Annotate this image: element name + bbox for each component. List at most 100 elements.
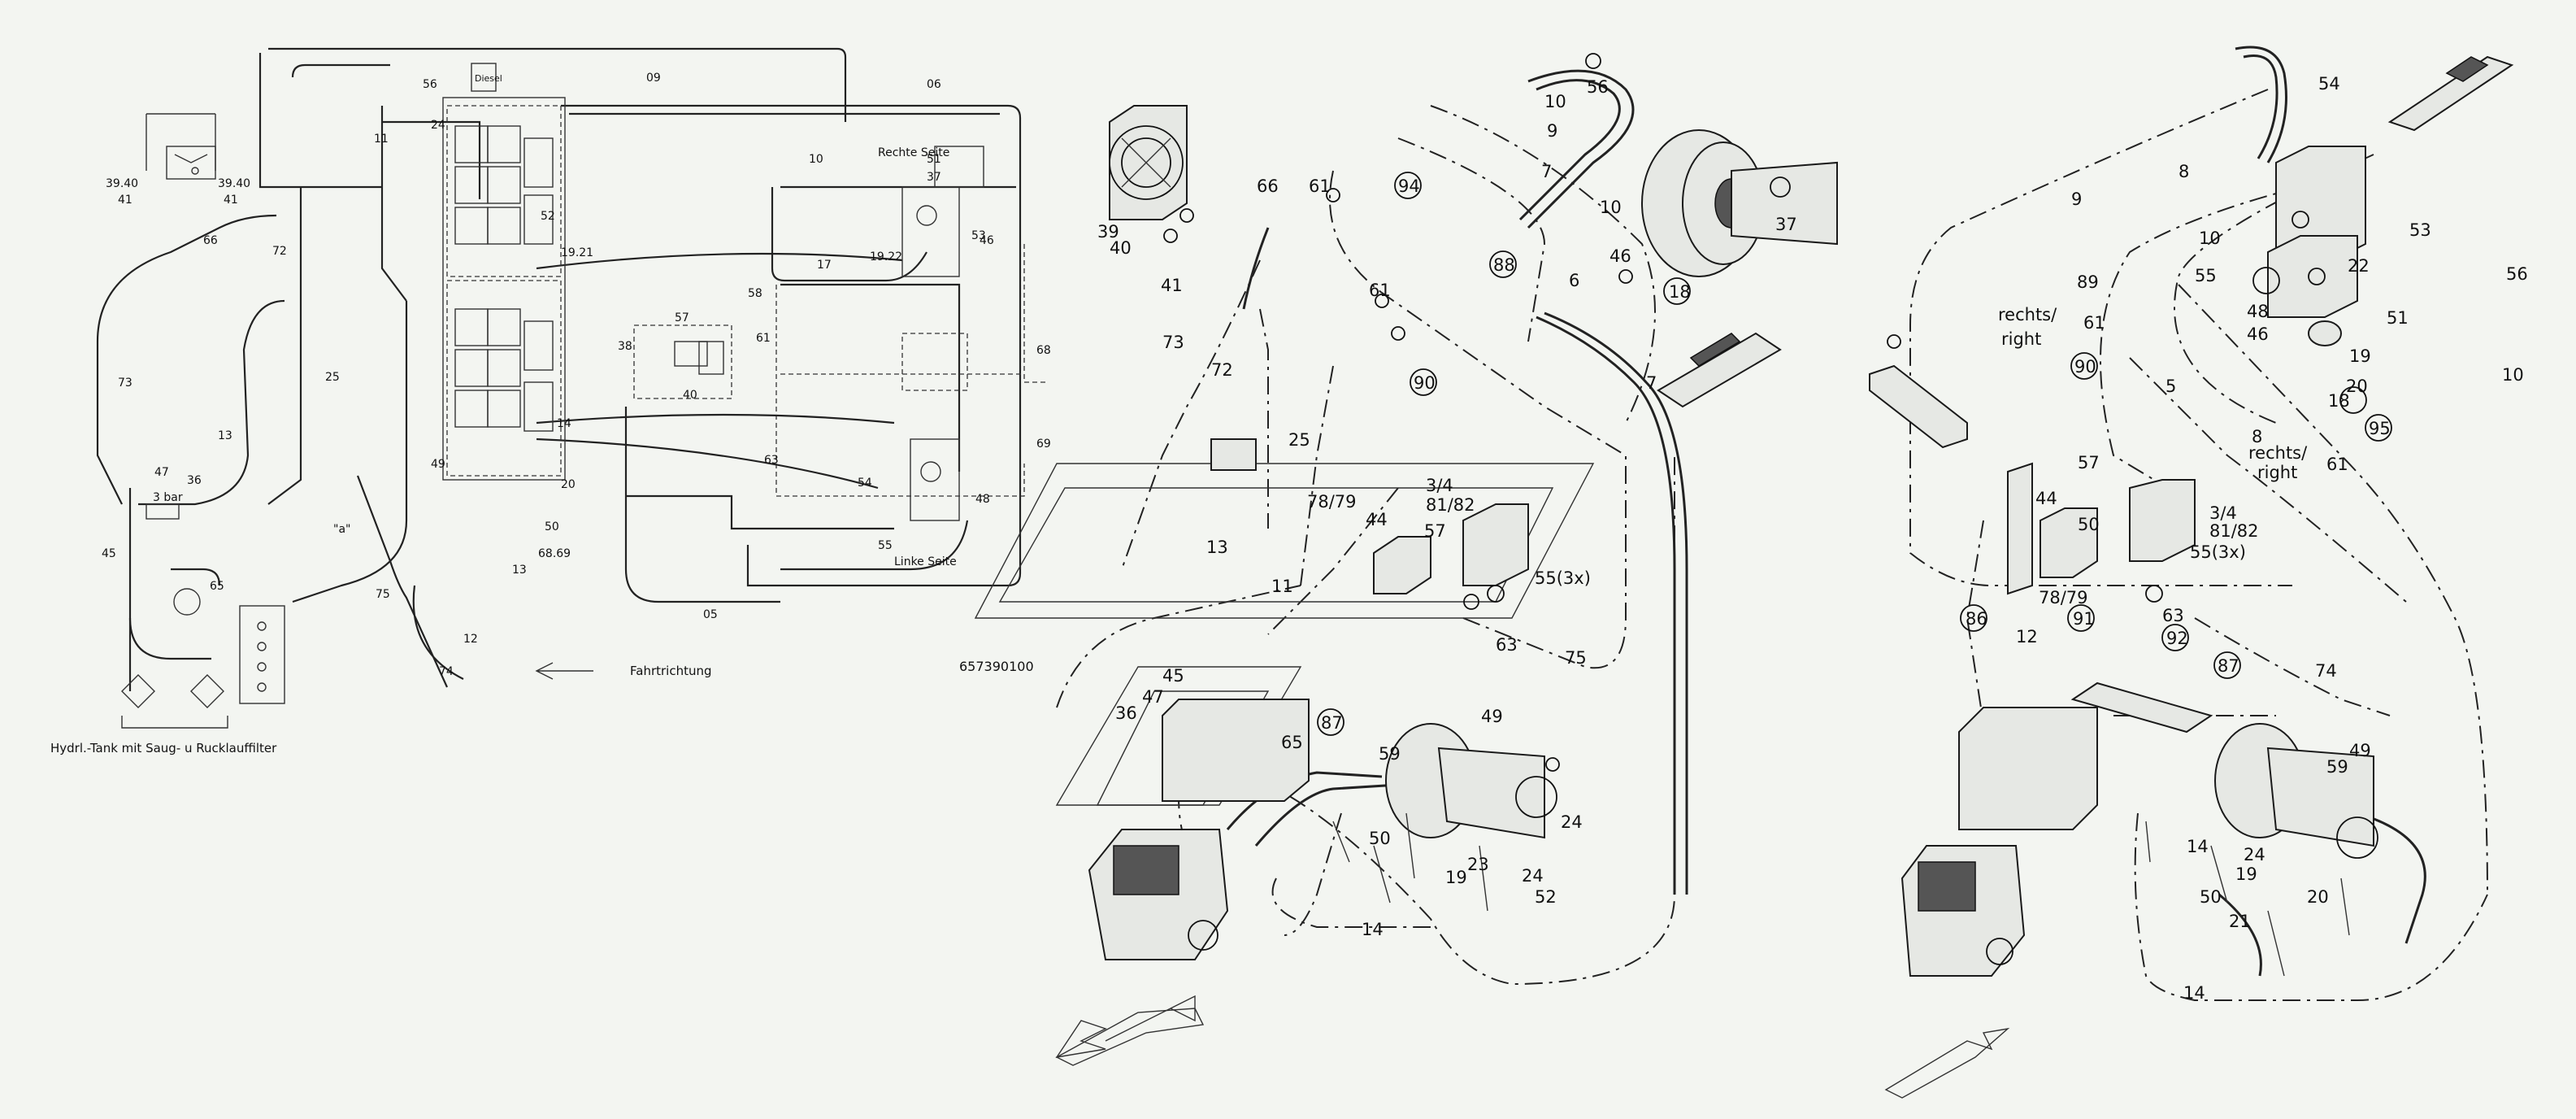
schematic-label: 68: [1036, 344, 1051, 357]
schematic-label: 13: [512, 564, 527, 577]
schematic-label: 25: [325, 371, 340, 384]
schematic-label: 57: [675, 311, 689, 324]
exploded-view-2: 54 9 8 53 10 55 22 56 48 51 46 19 20 10 …: [1869, 46, 2528, 1099]
callout: 54: [2318, 74, 2340, 94]
callout: 5: [2165, 377, 2176, 396]
callout: 23: [1467, 855, 1489, 874]
schematic-label: 51: [927, 153, 941, 166]
schematic-label: 19.21: [561, 246, 593, 259]
callout: 14: [2187, 837, 2209, 856]
callout: 10: [1600, 198, 1622, 217]
callout: 72: [1211, 360, 1233, 380]
callout: 47: [1142, 687, 1164, 707]
callout: 6: [1569, 271, 1579, 290]
rechts-label: rechts/: [2248, 443, 2308, 463]
callout: 53: [2409, 220, 2431, 240]
callout: 81/82: [2209, 521, 2259, 541]
callout: 55(3x): [1535, 568, 1591, 588]
callout: 55: [2195, 266, 2217, 285]
callout: 91: [2073, 609, 2095, 629]
schematic-label: 56: [423, 78, 437, 91]
rechte-seite-label: Rechte Seite: [878, 146, 949, 159]
schematic-label: 37: [927, 171, 941, 184]
callout: 86: [1966, 609, 1987, 629]
callout: 44: [2035, 489, 2057, 508]
oil-cooler: [1109, 105, 1188, 220]
callout: 3/4: [2209, 503, 2237, 523]
callout: 50: [2200, 887, 2222, 907]
schematic-label: 20: [561, 478, 576, 491]
callout: 95: [2369, 419, 2391, 438]
callout: 14: [2183, 983, 2205, 1003]
schematic-label: 65: [210, 580, 224, 593]
schematic-label: 3 bar: [153, 491, 183, 504]
callout: 65: [1281, 733, 1303, 752]
callout: 59: [2326, 757, 2348, 777]
callout: 41: [1161, 276, 1183, 295]
callout: 78/79: [1307, 492, 1357, 512]
callout: 90: [2074, 357, 2096, 377]
callout: 46: [2247, 324, 2269, 344]
schematic-label: 55: [878, 539, 893, 552]
rechts-label: rechts/: [1998, 305, 2057, 324]
pump-assembly-lower: [1162, 699, 1560, 839]
callout: 51: [2387, 308, 2409, 328]
injection-pump: [1088, 829, 1229, 960]
callout: 7: [1541, 162, 1552, 181]
callout: 52: [1535, 887, 1557, 907]
callout: 24: [1561, 812, 1583, 832]
schematic-label: 50: [545, 520, 559, 533]
callout: 63: [2162, 606, 2184, 625]
callout: 50: [2078, 515, 2100, 534]
callout: 73: [1162, 333, 1184, 352]
callout: 90: [1414, 373, 1436, 393]
callout: 75: [1565, 648, 1587, 668]
callout: 74: [2315, 661, 2337, 681]
schematic-label: 10: [809, 153, 823, 166]
callout: 19: [1445, 868, 1467, 887]
schematic-label: 13: [218, 429, 232, 442]
schematic-label: 17: [817, 259, 832, 272]
valve-block-lower: [454, 308, 554, 432]
callout: 49: [1481, 707, 1503, 726]
callout: 18: [2328, 391, 2350, 411]
schematic-label: 09: [646, 72, 661, 85]
schematic-label: 74: [439, 665, 454, 678]
callout: 7: [1646, 373, 1657, 393]
callout: 61: [1369, 281, 1391, 300]
tank-caption: Hydrl.-Tank mit Saug- u Rucklauffilter: [50, 741, 277, 755]
callout: 8: [2179, 162, 2189, 181]
schematic-label: 14: [557, 417, 571, 430]
callout: 87: [1321, 713, 1343, 733]
callout: 19: [2349, 346, 2371, 366]
callout: 18: [1669, 282, 1691, 302]
callout: 61: [1309, 176, 1331, 196]
schematic-label: 66: [203, 234, 218, 247]
callout: 48: [2247, 302, 2269, 321]
callout: 8: [2252, 427, 2262, 446]
callout: 9: [2071, 189, 2082, 209]
callout: 22: [2348, 256, 2370, 276]
callout: 13: [1206, 538, 1228, 557]
callout: 61: [2326, 455, 2348, 474]
callout: 37: [1775, 215, 1797, 234]
exploded-view-1: 56 10 9 7 61 10 94 37 66 39 40 41 61 88 …: [974, 53, 1838, 1066]
right-label: right: [2001, 329, 2041, 349]
callout: 50: [1369, 829, 1391, 848]
valve-block-upper: [454, 125, 554, 245]
schematic-label: "a": [333, 523, 350, 536]
schematic-label: 06: [927, 78, 941, 91]
callout: 81/82: [1426, 495, 1475, 515]
schematic-label: 69: [1036, 438, 1051, 451]
schematic-label: 39.40: [218, 177, 250, 190]
schematic-label: 41: [118, 194, 132, 207]
schematic-label: 47: [154, 466, 169, 479]
callout: 10: [2502, 365, 2524, 385]
valve-assembly: [1210, 438, 1529, 610]
schematic-label: 45: [102, 547, 116, 560]
callout: 40: [1110, 238, 1132, 258]
callout: 19: [2235, 864, 2257, 884]
schematic-label: 52: [541, 210, 555, 223]
pump-assembly-right: [1901, 707, 2378, 977]
callout: 66: [1257, 176, 1279, 196]
